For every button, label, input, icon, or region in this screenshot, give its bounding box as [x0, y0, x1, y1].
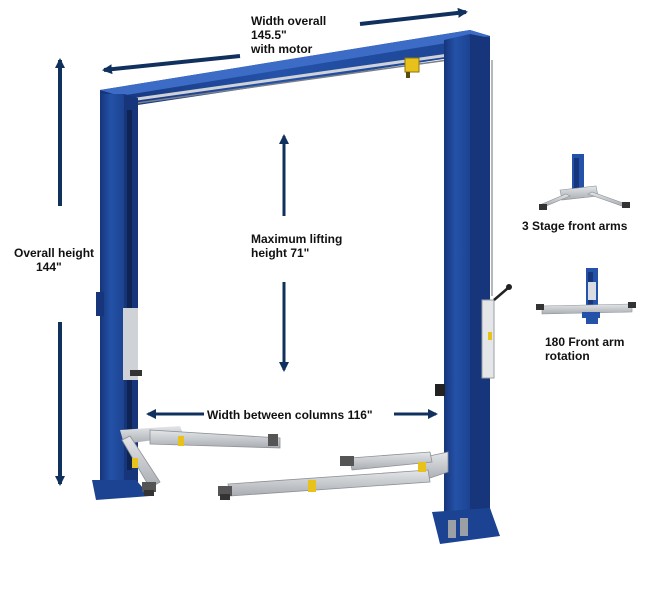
- left-column: [92, 94, 150, 500]
- width-overall-line1: Width overall: [251, 14, 327, 28]
- front-arms-caption: 3 Stage front arms: [522, 219, 628, 233]
- inset-front-arms-illustration: [539, 154, 630, 210]
- right-column: [432, 34, 512, 544]
- left-lift-arms: [120, 426, 281, 496]
- width-overall-line2: 145.5": [251, 28, 287, 42]
- width-between-columns-label: Width between columns 116": [207, 408, 373, 422]
- arm-rotation-caption: 180 Front arm rotation: [545, 335, 624, 363]
- right-lift-arms: [218, 451, 449, 500]
- overall-height-label: Overall height 144": [14, 246, 94, 274]
- inset-arm-rotation-illustration: [536, 268, 636, 324]
- max-lifting-line2: height 71": [251, 246, 310, 260]
- overall-height-line2: 144": [36, 260, 62, 274]
- overhead-crossbeam: [100, 30, 490, 108]
- arm-rotation-line2: rotation: [545, 349, 590, 363]
- width-overall-label: Width overall 145.5" with motor: [251, 14, 326, 56]
- dimension-arrows: [55, 7, 468, 486]
- width-overall-arrow-right: [359, 7, 468, 26]
- width-overall-arrow-left: [102, 54, 241, 75]
- max-lifting-label: Maximum lifting height 71": [251, 232, 342, 260]
- arm-rotation-line1: 180 Front arm: [545, 335, 625, 349]
- width-overall-line3: with motor: [251, 42, 313, 56]
- max-lifting-line1: Maximum lifting: [251, 232, 343, 246]
- overhead-motor: [404, 57, 420, 78]
- overall-height-line1: Overall height: [14, 246, 95, 260]
